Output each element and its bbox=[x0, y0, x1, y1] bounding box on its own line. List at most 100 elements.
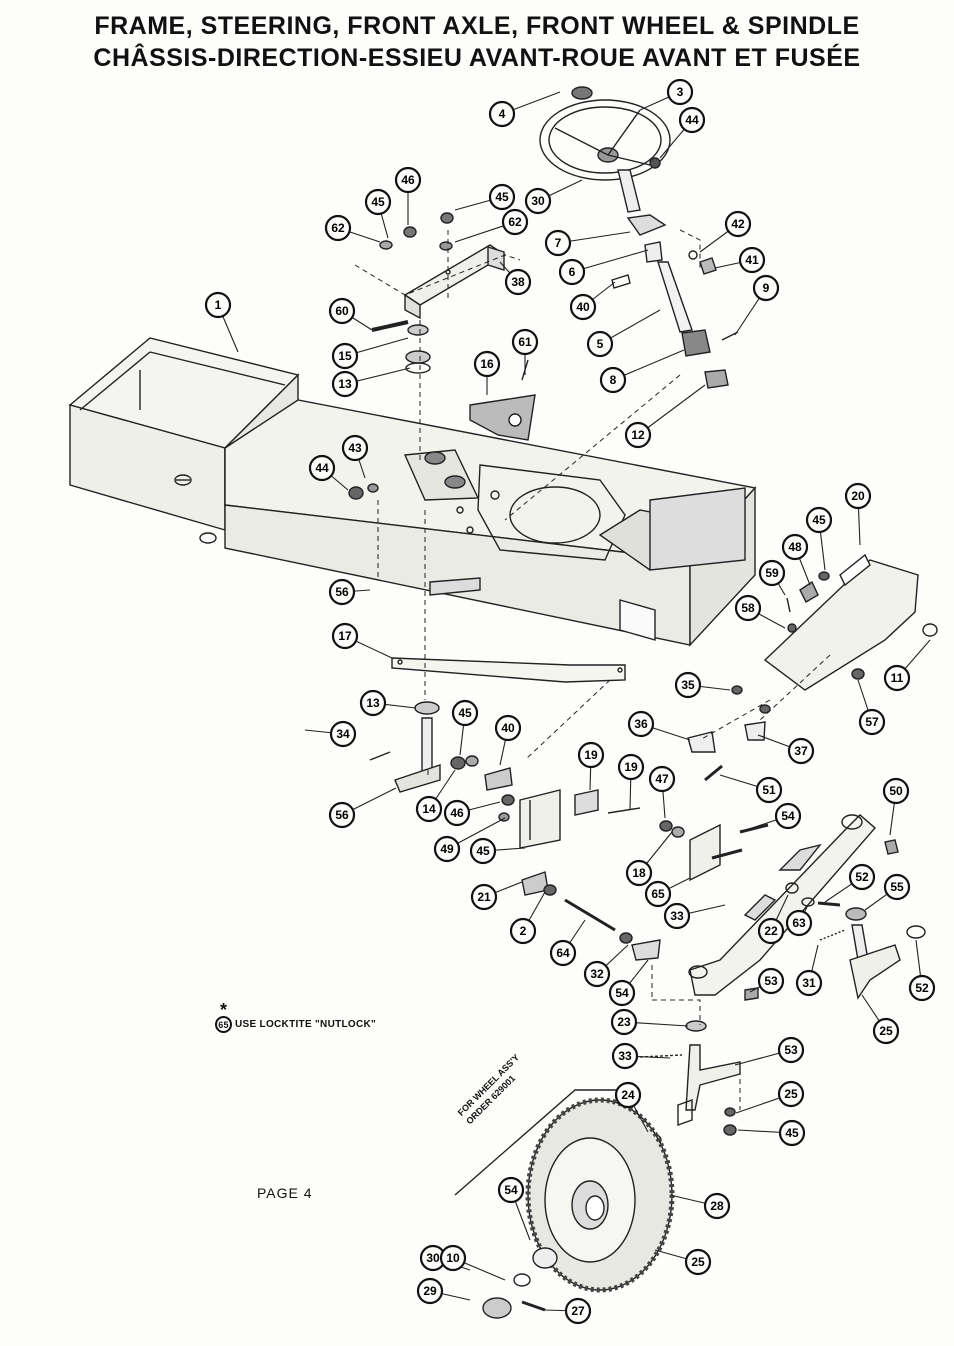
diagram-title: FRAME, STEERING, FRONT AXLE, FRONT WHEEL… bbox=[94, 12, 860, 40]
locktite-note: 65 * USE LOCKTITE "NUTLOCK" bbox=[215, 1000, 376, 1033]
callout-circle bbox=[328, 297, 356, 325]
callout-circle bbox=[488, 183, 516, 211]
callout-circle bbox=[577, 741, 605, 769]
callout-number: 45 bbox=[458, 706, 472, 720]
callout-circle bbox=[439, 1244, 467, 1272]
note-ref-callout: 65 bbox=[215, 1016, 232, 1033]
callout-circle bbox=[858, 708, 886, 736]
callout-circle bbox=[777, 1036, 805, 1064]
callout-number: 50 bbox=[889, 784, 903, 798]
sector-gear bbox=[469, 359, 536, 441]
callout-number: 23 bbox=[617, 1015, 631, 1029]
callout-circle bbox=[666, 78, 694, 106]
steering-wheel bbox=[539, 86, 671, 213]
callout-circle bbox=[624, 421, 652, 449]
front-wheel bbox=[454, 1089, 675, 1319]
axle-arm bbox=[688, 814, 899, 1001]
callout-number: 44 bbox=[315, 461, 329, 475]
callout-circle bbox=[328, 578, 356, 606]
callout-circle bbox=[883, 664, 911, 692]
callout-number: 25 bbox=[784, 1087, 798, 1101]
callout-number: 16 bbox=[480, 357, 494, 371]
callout-circle bbox=[644, 880, 672, 908]
steering-column bbox=[611, 157, 739, 389]
steering-linkage bbox=[450, 755, 661, 961]
callout-circle bbox=[364, 188, 392, 216]
callout-circle bbox=[883, 873, 911, 901]
callout-circle bbox=[663, 902, 691, 930]
callout-number: 36 bbox=[634, 717, 648, 731]
callout-number: 29 bbox=[423, 1284, 437, 1298]
callout-number: 24 bbox=[621, 1088, 635, 1102]
callout-number: 37 bbox=[794, 744, 808, 758]
callout-number: 17 bbox=[338, 629, 352, 643]
frame-main-beam bbox=[224, 399, 757, 647]
frame-mount-bracket bbox=[348, 449, 480, 501]
callout-circle bbox=[394, 166, 422, 194]
callout-number: 28 bbox=[710, 1199, 724, 1213]
callout-number: 2 bbox=[520, 924, 527, 938]
callout-circle bbox=[569, 293, 597, 321]
callout-number: 56 bbox=[335, 585, 349, 599]
callout-number: 52 bbox=[855, 870, 869, 884]
callout-number: 51 bbox=[762, 783, 776, 797]
callout-circle bbox=[614, 1081, 642, 1109]
callout-number: 62 bbox=[508, 215, 522, 229]
callout-circle bbox=[778, 1119, 806, 1147]
pivot-post bbox=[369, 701, 441, 793]
callout-number: 43 bbox=[348, 441, 362, 455]
callout-number: 9 bbox=[763, 281, 770, 295]
callout-number: 38 bbox=[511, 275, 525, 289]
callout-number: 62 bbox=[331, 221, 345, 235]
callout-number: 52 bbox=[915, 981, 929, 995]
callout-number: 30 bbox=[426, 1251, 440, 1265]
callout-number: 40 bbox=[576, 300, 590, 314]
callout-circle bbox=[785, 909, 813, 937]
callout-circle bbox=[331, 622, 359, 650]
callout-circle bbox=[805, 506, 833, 534]
callout-number: 34 bbox=[336, 727, 350, 741]
callout-leader bbox=[637, 384, 706, 436]
callout-circle bbox=[684, 1248, 712, 1276]
front-axle-bar bbox=[391, 657, 626, 683]
callout-number: 56 bbox=[335, 808, 349, 822]
callout-circle bbox=[469, 837, 497, 865]
callout-circle bbox=[308, 454, 336, 482]
callout-circle bbox=[488, 100, 516, 128]
axle-plate bbox=[659, 820, 769, 882]
callout-number: 18 bbox=[632, 866, 646, 880]
callout-number: 65 bbox=[651, 887, 665, 901]
callout-circle bbox=[549, 939, 577, 967]
callout-number: 54 bbox=[615, 986, 629, 1000]
callout-number: 53 bbox=[784, 1043, 798, 1057]
note-asterisk: * bbox=[220, 1000, 228, 1020]
callout-circle bbox=[558, 258, 586, 286]
callout-number: 33 bbox=[670, 909, 684, 923]
callout-number: 4 bbox=[499, 107, 506, 121]
callout-circle bbox=[451, 699, 479, 727]
callout-circle bbox=[433, 835, 461, 863]
callout-circle bbox=[331, 342, 359, 370]
callout-circle bbox=[504, 268, 532, 296]
callout-number: 35 bbox=[681, 678, 695, 692]
page-number: PAGE 4 bbox=[257, 1185, 313, 1201]
callout-circle bbox=[795, 969, 823, 997]
callout-number: 45 bbox=[476, 844, 490, 858]
callout-circle bbox=[204, 291, 232, 319]
callout-circle bbox=[848, 863, 876, 891]
callout-circle bbox=[738, 246, 766, 274]
callout-circle bbox=[443, 799, 471, 827]
callout-number: 57 bbox=[865, 715, 879, 729]
callout-number: 46 bbox=[450, 806, 464, 820]
callout-circle bbox=[329, 720, 357, 748]
callout-circle bbox=[752, 274, 780, 302]
callout-number: 45 bbox=[371, 195, 385, 209]
callout-number: 48 bbox=[788, 540, 802, 554]
callout-number: 20 bbox=[851, 489, 865, 503]
callout-number: 19 bbox=[624, 760, 638, 774]
callout-circle bbox=[617, 753, 645, 781]
callout-number: 27 bbox=[571, 1304, 585, 1318]
callout-circle bbox=[703, 1192, 731, 1220]
callout-circle bbox=[734, 594, 762, 622]
